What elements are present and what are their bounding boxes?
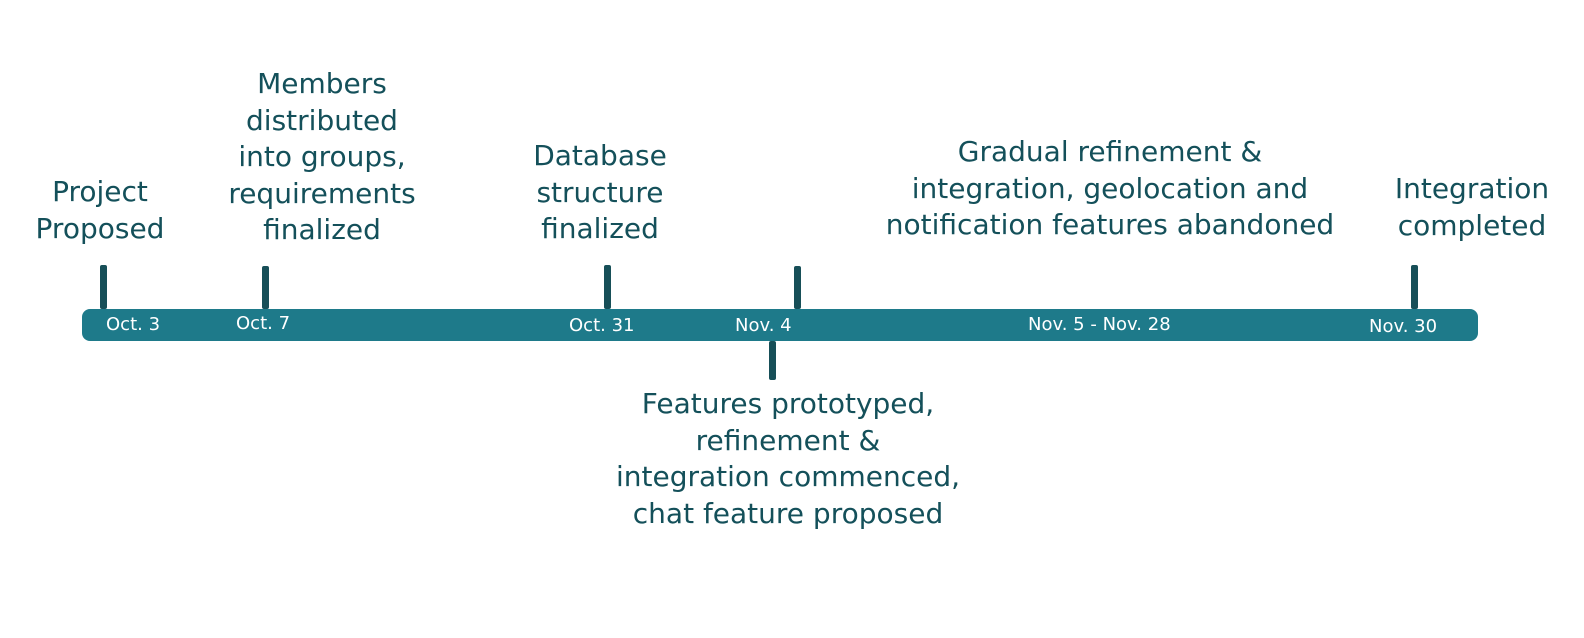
date-text: Nov. 5 - Nov. 28 [1028,314,1171,335]
milestone-date: Nov. 5 - Nov. 28 [1028,314,1171,336]
label-text: Gradual refinement & integration, geoloc… [885,135,1335,241]
date-text: Oct. 31 [569,315,635,336]
milestone-date: Nov. 30 [1369,316,1437,338]
milestone-date: Oct. 7 [236,313,290,335]
label-text: Integration completed [1394,172,1550,242]
milestone-label-gradual-refinement: Gradual refinement & integration, geoloc… [855,134,1365,244]
milestone-tick-below [769,341,776,380]
timeline-bar [82,309,1478,341]
date-text: Oct. 7 [236,313,291,334]
milestone-label-database-structure: Database structure finalized [480,138,720,248]
milestone-label-features-prototyped: Features prototyped, refinement & integr… [588,386,988,532]
milestone-date: Nov. 4 [735,315,792,337]
date-text: Nov. 4 [735,315,792,336]
date-text: Nov. 30 [1369,316,1438,337]
milestone-tick [100,265,107,309]
milestone-label-members-distributed: Members distributed into groups, require… [182,66,462,249]
milestone-tick [604,265,611,309]
milestone-label-integration-completed: Integration completed [1372,171,1572,244]
date-text: Oct. 3 [106,314,161,335]
milestone-tick [794,266,801,309]
milestone-tick [1411,265,1418,309]
label-text: Members distributed into groups, require… [228,67,416,246]
label-text: Database structure finalized [533,139,667,245]
milestone-date: Oct. 31 [569,315,634,337]
milestone-tick [262,266,269,309]
label-text: Project Proposed [35,175,165,245]
milestone-date: Oct. 3 [106,314,160,336]
milestone-label-project-proposed: Project Proposed [0,174,200,247]
label-text: Features prototyped, refinement & integr… [615,387,961,530]
